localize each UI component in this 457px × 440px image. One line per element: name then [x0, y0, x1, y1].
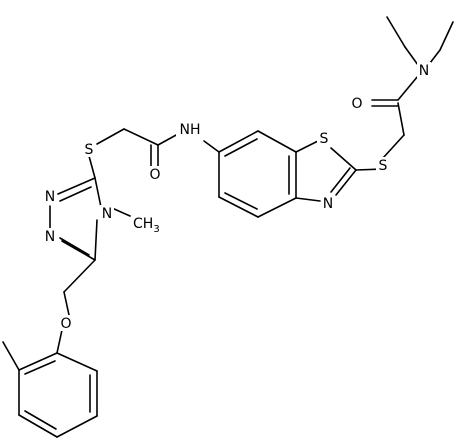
- atom-n-triazole-4: N: [102, 206, 112, 222]
- atom-nh-amide: NH: [180, 122, 201, 138]
- atom-n-triazole-1: N: [45, 229, 55, 245]
- bond-n4-c5: [94, 219, 98, 261]
- bond-c5-ch2-ether: [63, 259, 96, 293]
- atom-labels: N O S S N NH O S N N N CH3 O: [43, 62, 431, 332]
- bond-o-aryl: [56, 329, 63, 354]
- atom-s-thioether-right: S: [379, 158, 388, 174]
- atom-s-thiazole: S: [320, 131, 329, 147]
- bond-c7-c7a: [257, 130, 297, 153]
- bond-ch2-s-right: [382, 134, 405, 159]
- bond-lines: [2, 16, 454, 438]
- bond-c6-nh: [203, 140, 220, 153]
- bond-n4-methyl: [111, 207, 131, 217]
- bond-ethyl2-ch3: [439, 21, 454, 51]
- atom-o-amide-right: O: [351, 96, 362, 112]
- atom-n-thiazole: N: [323, 196, 333, 212]
- bond-nh-carbonyl: [157, 133, 179, 146]
- n-triazole-1-bg: [43, 228, 57, 244]
- bond-n-carbonyl: [397, 75, 419, 101]
- atom-methyl-label: CH3: [133, 216, 160, 235]
- bond-ar6-ar1: [56, 352, 98, 372]
- bond-c6-c7-b: [224, 138, 258, 157]
- bond-s-c7a: [295, 140, 319, 153]
- s-thioether-right-bg: [376, 157, 389, 173]
- bond-c2-n-thiazole-b: [330, 167, 351, 193]
- atom-n-amine: N: [419, 63, 429, 79]
- bond-ethyl1-ch3: [386, 16, 406, 48]
- atom-o-amide-left: O: [149, 167, 160, 183]
- atom-o-ether: O: [60, 316, 71, 332]
- s-thioether-left-bg: [82, 141, 95, 157]
- o-amide-right-bg: [349, 95, 364, 111]
- methyl-subscript: 3: [153, 224, 159, 235]
- bond-c3a-c4: [257, 197, 297, 218]
- bond-n2-c3-a: [57, 177, 96, 195]
- bond-n-c3a: [295, 197, 321, 202]
- s-thiazole-bg: [317, 130, 330, 146]
- bond-ar1-ar2-a: [18, 352, 58, 371]
- n-triazole-2-bg: [43, 188, 57, 204]
- bond-c2-s-thiazole: [330, 147, 357, 171]
- bond-c2-n-thiazole-a: [335, 169, 357, 196]
- bond-carbonyl-ch2-left: [123, 128, 159, 146]
- n-thiazole-bg: [321, 195, 335, 211]
- o-amide-left-bg: [147, 166, 162, 182]
- bond-ch2-s-left: [96, 128, 125, 145]
- bond-ar4-ar5: [56, 415, 98, 438]
- bond-ethyl1-ch2: [404, 46, 419, 66]
- atom-s-thioether-left: S: [85, 142, 94, 158]
- bond-ethyl2-ch2: [429, 49, 441, 64]
- bond-ar3-ar4-a: [18, 414, 58, 438]
- methyl-ch: CH: [133, 216, 153, 232]
- n-amine-bg: [417, 62, 431, 78]
- bond-ar1-ar2-b: [24, 360, 56, 375]
- bond-ar2-methyl: [2, 341, 20, 371]
- nh-amide-bg: [176, 121, 204, 137]
- atom-n-triazole-2: N: [45, 189, 55, 205]
- o-ether-bg: [58, 315, 73, 331]
- bond-c6-c7-a: [218, 130, 259, 153]
- bond-carbonyl-ch2: [397, 102, 405, 136]
- bond-c5-n1-a: [61, 240, 96, 261]
- bond-s-left-c3: [88, 155, 96, 179]
- bond-ar3-ar4-b: [24, 410, 57, 430]
- bond-c4-c5-a: [218, 196, 259, 218]
- bond-c4-c5-b: [224, 192, 258, 210]
- bond-c5-n1-b: [59, 237, 90, 256]
- bond-ch2-o-ether: [63, 291, 70, 316]
- bond-n2-c3-b: [59, 186, 92, 202]
- n-triazole-4-bg: [100, 205, 114, 221]
